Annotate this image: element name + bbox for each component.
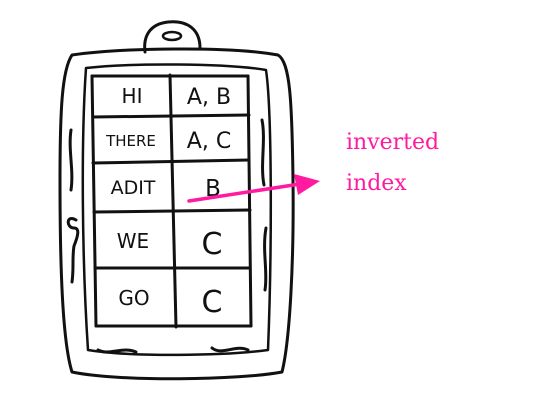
caption-inverted: inverted [346,130,440,155]
pages-cell-row-2: A, C [187,129,231,154]
grid-right-border [246,74,253,328]
pointer-arrow-head [294,174,320,195]
squiggle-left-curl [66,217,80,284]
pages-cell-row-4: C [202,227,223,262]
word-cell-row-2: THERE [105,132,156,150]
grid-center-divider [168,73,178,329]
tag-handle [143,20,202,54]
grid-left-border [90,74,98,328]
grid-row-line-2 [91,158,251,165]
frame-inner [81,63,273,357]
word-cell-row-3: ADIT [111,177,156,199]
word-cell-row-5: GO [118,286,149,310]
pointer-arrow-shaft [187,182,302,203]
grid-row-line-1 [91,113,251,119]
pages-cell-row-5: C [202,285,223,320]
squiggle-right-top [260,118,266,187]
squiggle-right-bottom [263,226,268,292]
grid-row-line-3 [92,208,252,214]
index-table-grid [90,73,253,329]
squiggle-bottom-right [210,346,250,353]
word-cell-row-1: HI [122,84,143,108]
word-cell-row-4: WE [117,229,149,253]
squiggle-bottom-left [96,348,138,354]
tag-hole [161,30,183,42]
frame-outer [58,47,295,381]
caption-index: index [346,171,407,196]
squiggle-left-top [68,128,74,192]
pages-cell-row-1: A, B [187,85,231,110]
